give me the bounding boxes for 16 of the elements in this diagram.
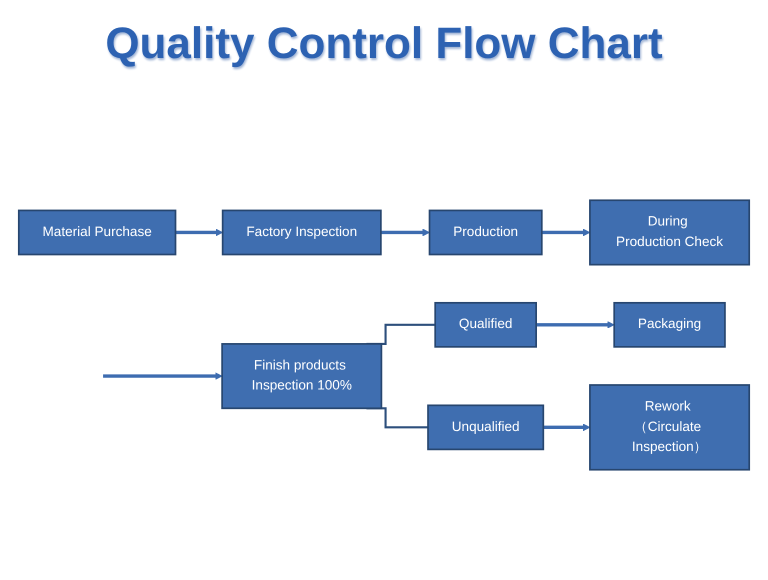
node-box: During Production Check — [589, 199, 750, 266]
arrow — [536, 321, 615, 329]
node-box: Rework （Circulate Inspection） — [589, 384, 750, 471]
node-box: Finish products Inspection 100% — [221, 343, 382, 410]
arrow — [542, 228, 590, 236]
node-box: Unqualified — [427, 404, 544, 450]
arrow — [380, 228, 430, 236]
arrow — [543, 424, 590, 432]
arrow — [103, 372, 222, 380]
node-box: Packaging — [613, 302, 726, 348]
title: Quality Control Flow Chart — [105, 18, 663, 70]
node-box: Material Purchase — [18, 210, 176, 256]
arrow — [176, 228, 223, 236]
node-box: Qualified — [434, 302, 537, 348]
node-box: Factory Inspection — [222, 210, 382, 256]
node-box: Production — [428, 210, 543, 256]
